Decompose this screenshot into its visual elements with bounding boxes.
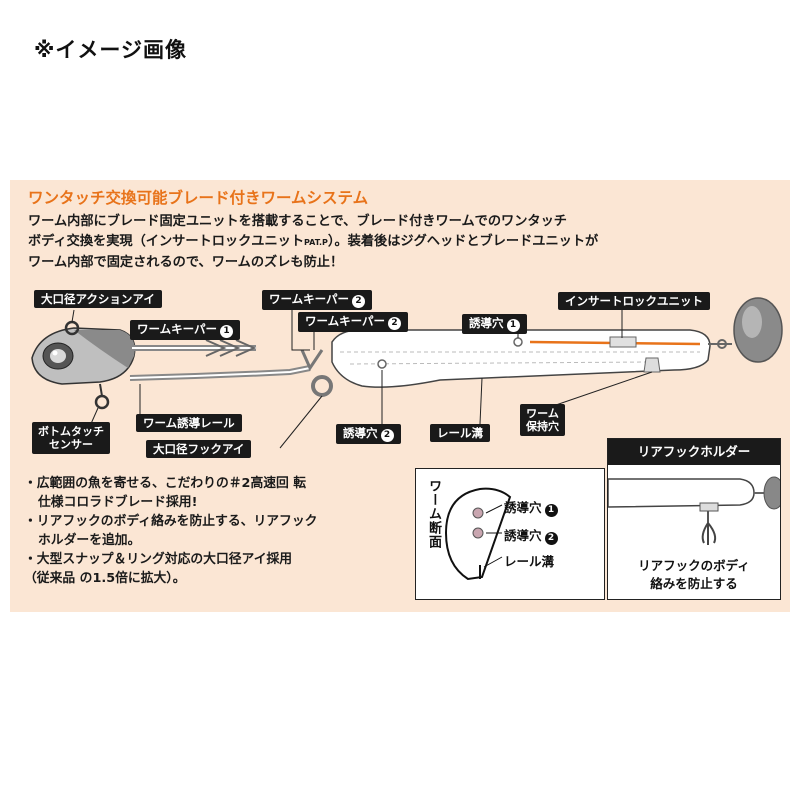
label-worm-holding-hole-l2: 保持穴 xyxy=(526,420,559,433)
label-worm-guide-rail: ワーム誘導レール xyxy=(136,414,242,432)
bullet-2-line-1: ・リアフックのボディ絡みを防止する、リアフック xyxy=(24,514,318,529)
cross-section-title: ワーム断面 xyxy=(426,479,441,549)
colorado-blade xyxy=(708,297,783,363)
rear-hook-holder-title: リアフックホルダー xyxy=(608,439,780,465)
label-rail-groove: レール溝 xyxy=(430,424,490,442)
feature-bullets: ・広範囲の魚を寄せる、こだわりの＃2高速回 転 仕様コロラドブレード採用! ・リ… xyxy=(24,474,317,588)
hook-shank xyxy=(129,339,333,397)
label-bottom-touch-sensor-l2: センサー xyxy=(49,438,93,451)
bullet-2-line-2: ホルダーを追加。 xyxy=(38,533,141,548)
lure-illustration xyxy=(31,297,783,449)
cross-section-drawing xyxy=(444,487,512,581)
label-worm-holding-hole: ワーム保持穴 xyxy=(520,404,565,436)
bullet-1-line-2: 仕様コロラドブレード採用! xyxy=(38,495,198,510)
label-worm-keeper-1-text: ワームキーパー xyxy=(137,322,218,336)
number-1-badge: 1 xyxy=(544,504,558,517)
image-caption: ※イメージ画像 xyxy=(34,38,187,62)
label-bottom-touch-sensor: ボトムタッチセンサー xyxy=(32,422,110,454)
number-2-badge: 2 xyxy=(544,532,558,545)
label-worm-holding-hole-l1: ワーム xyxy=(526,407,559,420)
bullet-1-line-1: ・広範囲の魚を寄せる、こだわりの＃2高速回 転 xyxy=(24,476,307,491)
number-2-badge: 2 xyxy=(380,429,394,442)
panel-title: ワンタッチ交換可能ブレード付きワームシステム xyxy=(28,189,369,207)
cross-section-hole-2-text: 誘導穴 xyxy=(504,528,542,543)
rear-hook-holder-box: リアフックホルダー リアフックのボディ 絡みを防止する xyxy=(607,438,781,600)
rear-hook-holder-caption-l1: リアフックのボディ xyxy=(638,558,750,573)
cross-section-groove: レール溝 xyxy=(504,554,555,569)
bullet-3-line-1: ・大型スナップ＆リング対応の大口径アイ採用 xyxy=(24,552,293,567)
bullet-3-line-2: （従来品 の1.5倍に拡大）。 xyxy=(24,571,186,586)
description: ワーム内部にブレード固定ユニットを搭載することで、ブレード付きワームでのワンタッ… xyxy=(28,212,598,273)
worm-body xyxy=(331,329,711,388)
diagram-panel: ワンタッチ交換可能ブレード付きワームシステム ワーム内部にブレード固定ユニットを… xyxy=(10,180,790,612)
desc-line-3: ワーム内部で固定されるので、ワームのズレも防止！ xyxy=(28,255,344,270)
rear-hook-holder-drawing xyxy=(608,476,780,545)
desc-line-1: ワーム内部にブレード固定ユニットを搭載することで、ブレード付きワームでのワンタッ… xyxy=(28,214,567,229)
number-2-badge: 2 xyxy=(352,295,366,308)
desc-line-2b: ）。装着後はジグヘッドとブレードユニットが xyxy=(327,234,599,249)
rear-hook-holder-caption: リアフックのボディ 絡みを防止する xyxy=(608,557,780,593)
desc-line-2a: ボディ交換を実現（インサートロックユニット xyxy=(28,234,305,249)
label-bottom-touch-sensor-l1: ボトムタッチ xyxy=(38,425,104,438)
rear-hook-holder-caption-l2: 絡みを防止する xyxy=(650,576,738,591)
desc-line-2: ボディ交換を実現（インサートロックユニットPAT.P）。装着後はジグヘッドとブレ… xyxy=(28,232,598,253)
label-guide-hole-1-text: 誘導穴 xyxy=(469,316,504,330)
label-worm-keeper-2-top-text: ワームキーパー xyxy=(269,292,350,306)
label-large-action-eye: 大口径アクションアイ xyxy=(34,290,162,308)
label-large-hook-eye: 大口径フックアイ xyxy=(146,440,252,458)
cross-section-hole-1-text: 誘導穴 xyxy=(504,500,542,515)
label-insert-lock-unit: インサートロックユニット xyxy=(558,292,710,310)
label-guide-hole-2-text: 誘導穴 xyxy=(343,426,378,440)
label-worm-keeper-2-text: ワームキーパー xyxy=(305,314,386,328)
number-2-badge: 2 xyxy=(388,317,402,330)
jig-head xyxy=(31,320,136,410)
number-1-badge: 1 xyxy=(220,325,234,338)
number-1-badge: 1 xyxy=(506,319,520,332)
patent-mark: PAT.P xyxy=(304,238,328,247)
